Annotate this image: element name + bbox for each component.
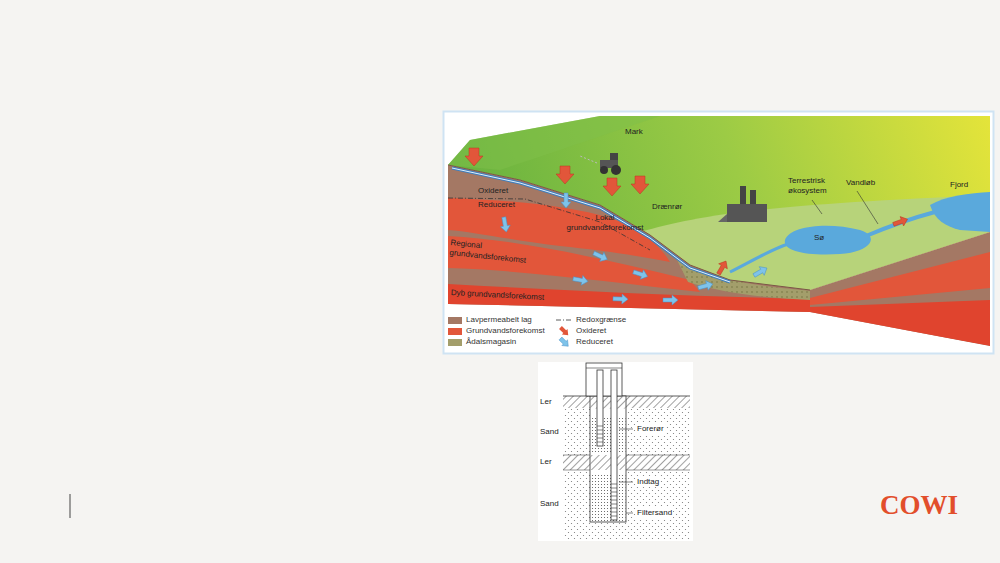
fjord-label: Fjord [950, 180, 968, 190]
zone-label: Oxideret [478, 186, 508, 196]
hill-shade [448, 116, 660, 170]
oxidized-arrows [465, 148, 649, 196]
borehole [590, 396, 626, 522]
divider-line [70, 494, 71, 518]
leader-line [857, 191, 878, 224]
zone-label: Reduceret [478, 200, 515, 210]
part-label: Indtag [636, 477, 660, 487]
clay-layer [563, 396, 690, 408]
stratum-label: Sand [540, 427, 559, 437]
stratum-label: Ler [540, 457, 552, 467]
river [866, 212, 935, 236]
stream [730, 244, 788, 272]
casing-pipe [597, 370, 603, 446]
ecosystem-label: Terrestrisk økosystem [788, 176, 844, 195]
filter-sand [591, 474, 626, 522]
figure-frame [444, 112, 994, 354]
clay-layer [563, 455, 690, 470]
sand-layer [563, 408, 690, 455]
layer-line [563, 470, 690, 471]
valley-aquifer [676, 258, 812, 300]
drain-pipe [452, 168, 730, 282]
legend-line-sample [556, 320, 572, 321]
aquifer-label: Dyb grundvandsforekomst [450, 288, 544, 302]
well-cover-lid [586, 368, 622, 369]
legend-swatch [448, 317, 462, 324]
seal [591, 397, 626, 409]
stratum-label: Ler [540, 397, 552, 407]
discharge-arrows [714, 215, 909, 277]
legend-swatch [448, 328, 462, 335]
legend-swatch [448, 339, 462, 346]
part-label: Filtersand [636, 508, 673, 518]
tractor-icon [580, 153, 621, 175]
part-label: Forerør [636, 424, 665, 434]
well-figure-ground [538, 362, 693, 541]
right-face [810, 232, 990, 346]
leader-line [812, 200, 822, 214]
legend-text: Grundvandsforekomst [466, 326, 545, 336]
filter-sand [591, 418, 626, 453]
drain-label: Drænrør [652, 202, 682, 212]
legend-arrow-sample [558, 325, 571, 338]
layer-line [563, 455, 690, 456]
drain-pipe-core [452, 168, 730, 282]
legend-text: Ådalsmagasin [466, 337, 516, 347]
ground-line [563, 396, 690, 397]
stratum-label: Sand [540, 499, 559, 509]
aquifer-label: Lokal grundvandsforekomst [558, 213, 652, 232]
valley-aquifer-dots [676, 258, 812, 300]
casing-pipe [611, 370, 617, 520]
right-aquifer [810, 252, 990, 305]
leader-line [626, 513, 633, 514]
legend-text: Redoxgrænse [576, 315, 626, 325]
sand-layer [563, 470, 690, 540]
factory-icon [718, 186, 767, 222]
stream-label: Vandløb [846, 178, 875, 188]
legend-text: Reduceret [576, 337, 613, 347]
seal [591, 455, 626, 470]
aquifer-label: Regional grundvandsforekomst [449, 238, 544, 267]
logo-text: COWI [880, 489, 958, 521]
right-deep-aquifer [810, 300, 990, 346]
leader-line [619, 482, 633, 483]
leader-line [619, 429, 633, 430]
reduced-arrows [499, 193, 770, 305]
terrain-edge [448, 165, 810, 290]
screen-slots [597, 426, 617, 516]
legend-arrow-sample [558, 336, 571, 349]
lake [785, 226, 871, 255]
legend-text: Oxideret [576, 326, 606, 336]
legend-text: Lavpermeabelt lag [466, 315, 532, 325]
fjord-water [930, 192, 990, 232]
field-label: Mark [625, 127, 643, 137]
lake-label: Sø [814, 233, 824, 243]
